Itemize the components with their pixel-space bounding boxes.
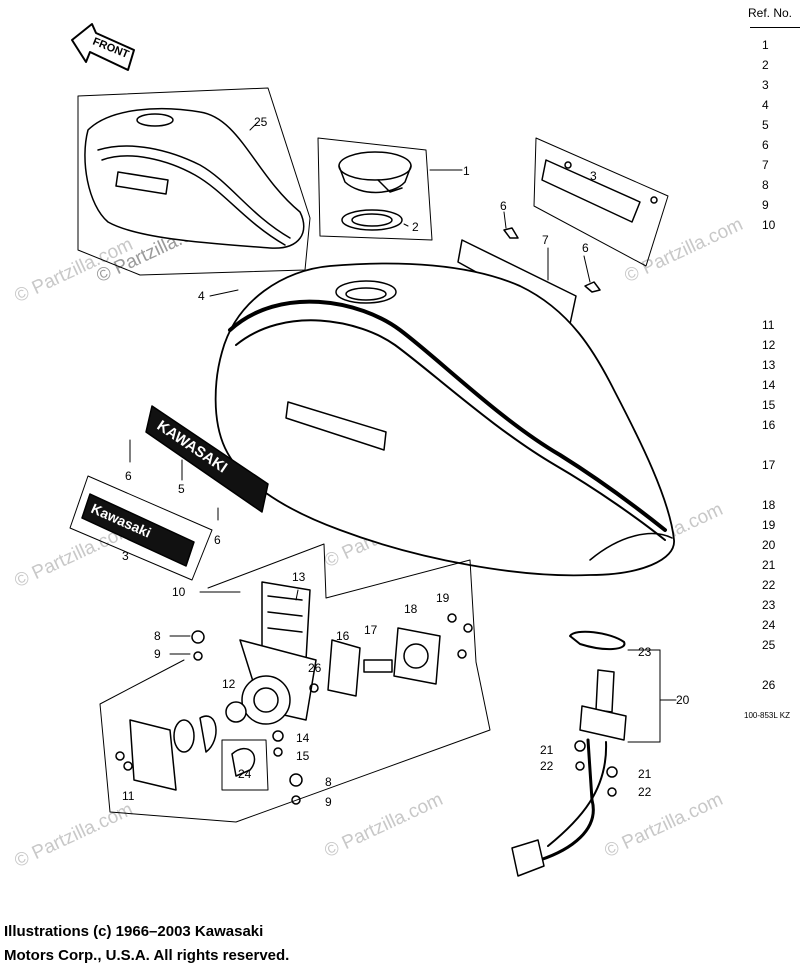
ref-number: 11 xyxy=(762,318,775,332)
callout-14: 14 xyxy=(296,731,310,745)
fuel-sender-assembly xyxy=(511,630,627,877)
callout-24: 24 xyxy=(238,767,252,781)
callout-5: 5 xyxy=(178,482,185,496)
callout-25: 25 xyxy=(254,115,268,129)
callout-9: 9 xyxy=(325,795,332,809)
ref-number: 26 xyxy=(762,678,776,692)
callout-11: 11 xyxy=(122,789,135,803)
ref-number: 21 xyxy=(762,558,776,572)
ref-number: 8 xyxy=(762,178,769,192)
ref-number: 3 xyxy=(762,78,769,92)
ref-number: 5 xyxy=(762,118,769,132)
callout-6: 6 xyxy=(500,199,507,213)
callout-21: 21 xyxy=(540,743,554,757)
copyright-line-1: Illustrations (c) 1966–2003 Kawasaki xyxy=(4,923,264,940)
fuel-valve-box xyxy=(99,543,491,823)
ref-number: 17 xyxy=(762,458,776,472)
callout-8: 8 xyxy=(154,629,161,643)
ref-number: 7 xyxy=(762,158,769,172)
ref-number: 12 xyxy=(762,338,776,352)
ref-number: 10 xyxy=(762,218,776,232)
ref-number: 15 xyxy=(762,398,776,412)
callout-15: 15 xyxy=(296,749,310,763)
emblem-plate-box xyxy=(533,137,669,267)
callout-20: 20 xyxy=(676,693,690,707)
callout-1: 1 xyxy=(463,164,470,178)
ref-number: 16 xyxy=(762,418,776,432)
callout-22: 22 xyxy=(540,759,554,773)
callout-8: 8 xyxy=(325,775,332,789)
callout-3: 3 xyxy=(122,549,129,563)
callout-6: 6 xyxy=(582,241,589,255)
callout-16: 16 xyxy=(336,629,350,643)
callout-10: 10 xyxy=(172,585,186,599)
ref-number: 13 xyxy=(762,358,776,372)
callout-19: 19 xyxy=(436,591,450,605)
fuel-cap-assembly xyxy=(317,137,433,241)
main-fuel-tank xyxy=(214,262,675,577)
callout-6: 6 xyxy=(125,469,132,483)
callout-26: 26 xyxy=(308,661,322,675)
callout-22: 22 xyxy=(638,785,652,799)
ref-number: 18 xyxy=(762,498,776,512)
diagram-code: 100-853L KZ xyxy=(744,711,790,720)
ref-number: 4 xyxy=(762,98,769,112)
ref-number: 9 xyxy=(762,198,769,212)
ref-number: 24 xyxy=(762,618,776,632)
callout-2: 2 xyxy=(412,220,419,234)
callout-18: 18 xyxy=(404,602,418,616)
callout-4: 4 xyxy=(198,289,205,303)
ref-number: 1 xyxy=(762,38,769,52)
ref-number: 25 xyxy=(762,638,776,652)
ref-number: 14 xyxy=(762,378,776,392)
callout-7: 7 xyxy=(542,233,549,247)
callout-17: 17 xyxy=(364,623,378,637)
ref-no-header: Ref. No. xyxy=(748,6,793,20)
callout-12: 12 xyxy=(222,677,236,691)
ref-number: 20 xyxy=(762,538,776,552)
callout-13: 13 xyxy=(292,570,306,584)
front-arrow: FRONT xyxy=(71,23,135,71)
callout-21: 21 xyxy=(638,767,652,781)
ref-number: 6 xyxy=(762,138,769,152)
ref-number: 23 xyxy=(762,598,776,612)
callout-3: 3 xyxy=(590,169,597,183)
ref-number: 19 xyxy=(762,518,776,532)
ref-number: 22 xyxy=(762,578,776,592)
callout-6: 6 xyxy=(214,533,221,547)
copyright-line-2: Motors Corp., U.S.A. All rights reserved… xyxy=(4,947,290,964)
ref-number: 2 xyxy=(762,58,769,72)
ref-header-rule xyxy=(750,27,800,28)
reference-tank-25 xyxy=(77,87,311,276)
callout-23: 23 xyxy=(638,645,652,659)
callout-9: 9 xyxy=(154,647,161,661)
copyright-notice: Illustrations (c) 1966–2003 Kawasaki Mot… xyxy=(4,920,289,968)
emblem-3-box: Kawasaki xyxy=(69,475,213,581)
